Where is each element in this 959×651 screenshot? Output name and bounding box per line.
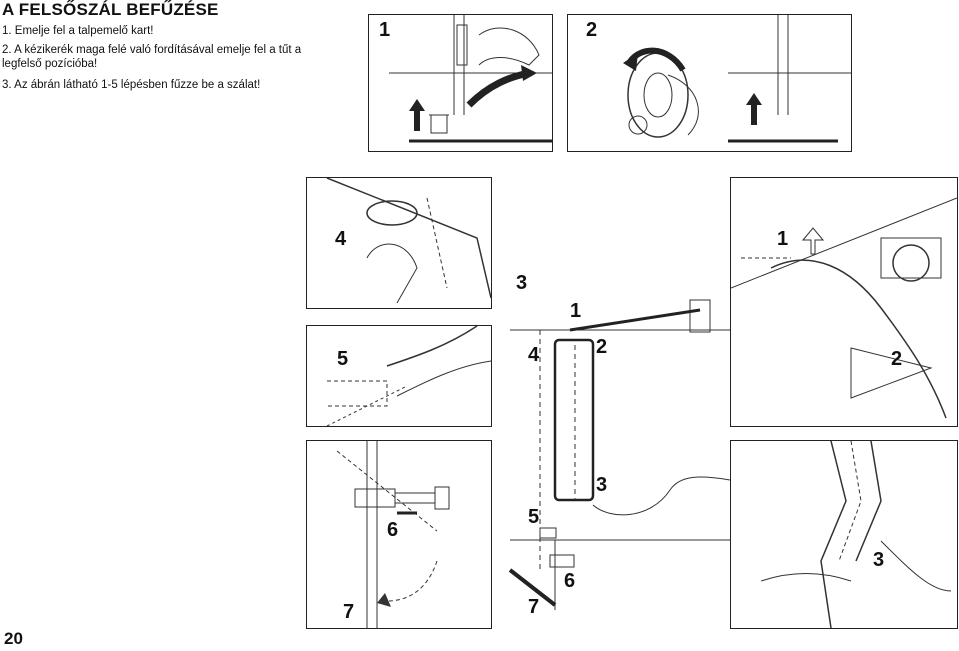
detail-1-2-drawing [731, 197, 957, 419]
callout-5-text: 5 [337, 348, 349, 370]
threading-diagram-drawing [508, 299, 731, 610]
instruction-step-3: 3. Az ábrán látható 1-5 lépésben fűzze b… [2, 79, 261, 91]
callout-7-detail: 7 [343, 601, 354, 624]
callout-7-text: 7 [343, 601, 355, 623]
callout-2: 2 [596, 336, 608, 358]
callout-3: 3 [596, 474, 608, 496]
instruction-step-2: 2. A kézikerék maga felé való fordításáv… [2, 44, 302, 56]
detail-panel-3: 3 [730, 440, 958, 629]
instruction-step-2-cont: legfelső pozícióba! [2, 58, 98, 70]
callout-7: 7 [528, 596, 540, 618]
callout-6-detail: 6 [387, 519, 398, 542]
figure-1-presser-lever: 1 [368, 14, 553, 152]
detail-panel-1-2: 1 2 [730, 177, 958, 427]
callout-1: 1 [570, 300, 582, 322]
detail-panel-6-7: 6 7 [306, 440, 492, 629]
instruction-step-1: 1. Emelje fel a talpemelő kart! [2, 25, 154, 37]
callout-5-detail: 5 [337, 348, 348, 371]
figure-1-drawing [389, 15, 552, 143]
detail-panel-5: 5 [306, 325, 492, 427]
detail-6-7-drawing [336, 441, 450, 628]
callout-4-detail: 4 [335, 228, 346, 251]
figure-2-drawing [623, 15, 851, 143]
detail-panel-4: 4 [306, 177, 492, 309]
callout-4: 4 [528, 344, 540, 366]
callout-3-text: 3 [873, 549, 885, 571]
callout-4-text: 4 [335, 228, 347, 250]
callout-3-detail: 3 [873, 549, 884, 572]
page-number: 20 [4, 629, 23, 648]
detail-3-drawing [760, 441, 952, 628]
figure-1-label: 1 [379, 19, 391, 41]
page-title: A FELSŐSZÁL BEFŰZÉSE [2, 0, 219, 19]
threading-diagram: 3 1 2 4 3 5 6 7 [500, 270, 731, 630]
detail-5-drawing [326, 326, 491, 426]
callout-2-detail: 2 [891, 348, 902, 371]
callout-6: 6 [564, 570, 576, 592]
callout-2-text: 2 [891, 348, 903, 370]
figure-3-label: 3 [516, 272, 528, 294]
callout-1-text: 1 [777, 228, 789, 250]
callout-1-detail: 1 [777, 228, 788, 251]
figure-2-handwheel: 2 [567, 14, 852, 152]
callout-6-text: 6 [387, 519, 399, 541]
callout-5: 5 [528, 506, 540, 528]
detail-4-drawing [326, 178, 491, 304]
figure-2-label: 2 [586, 19, 598, 41]
